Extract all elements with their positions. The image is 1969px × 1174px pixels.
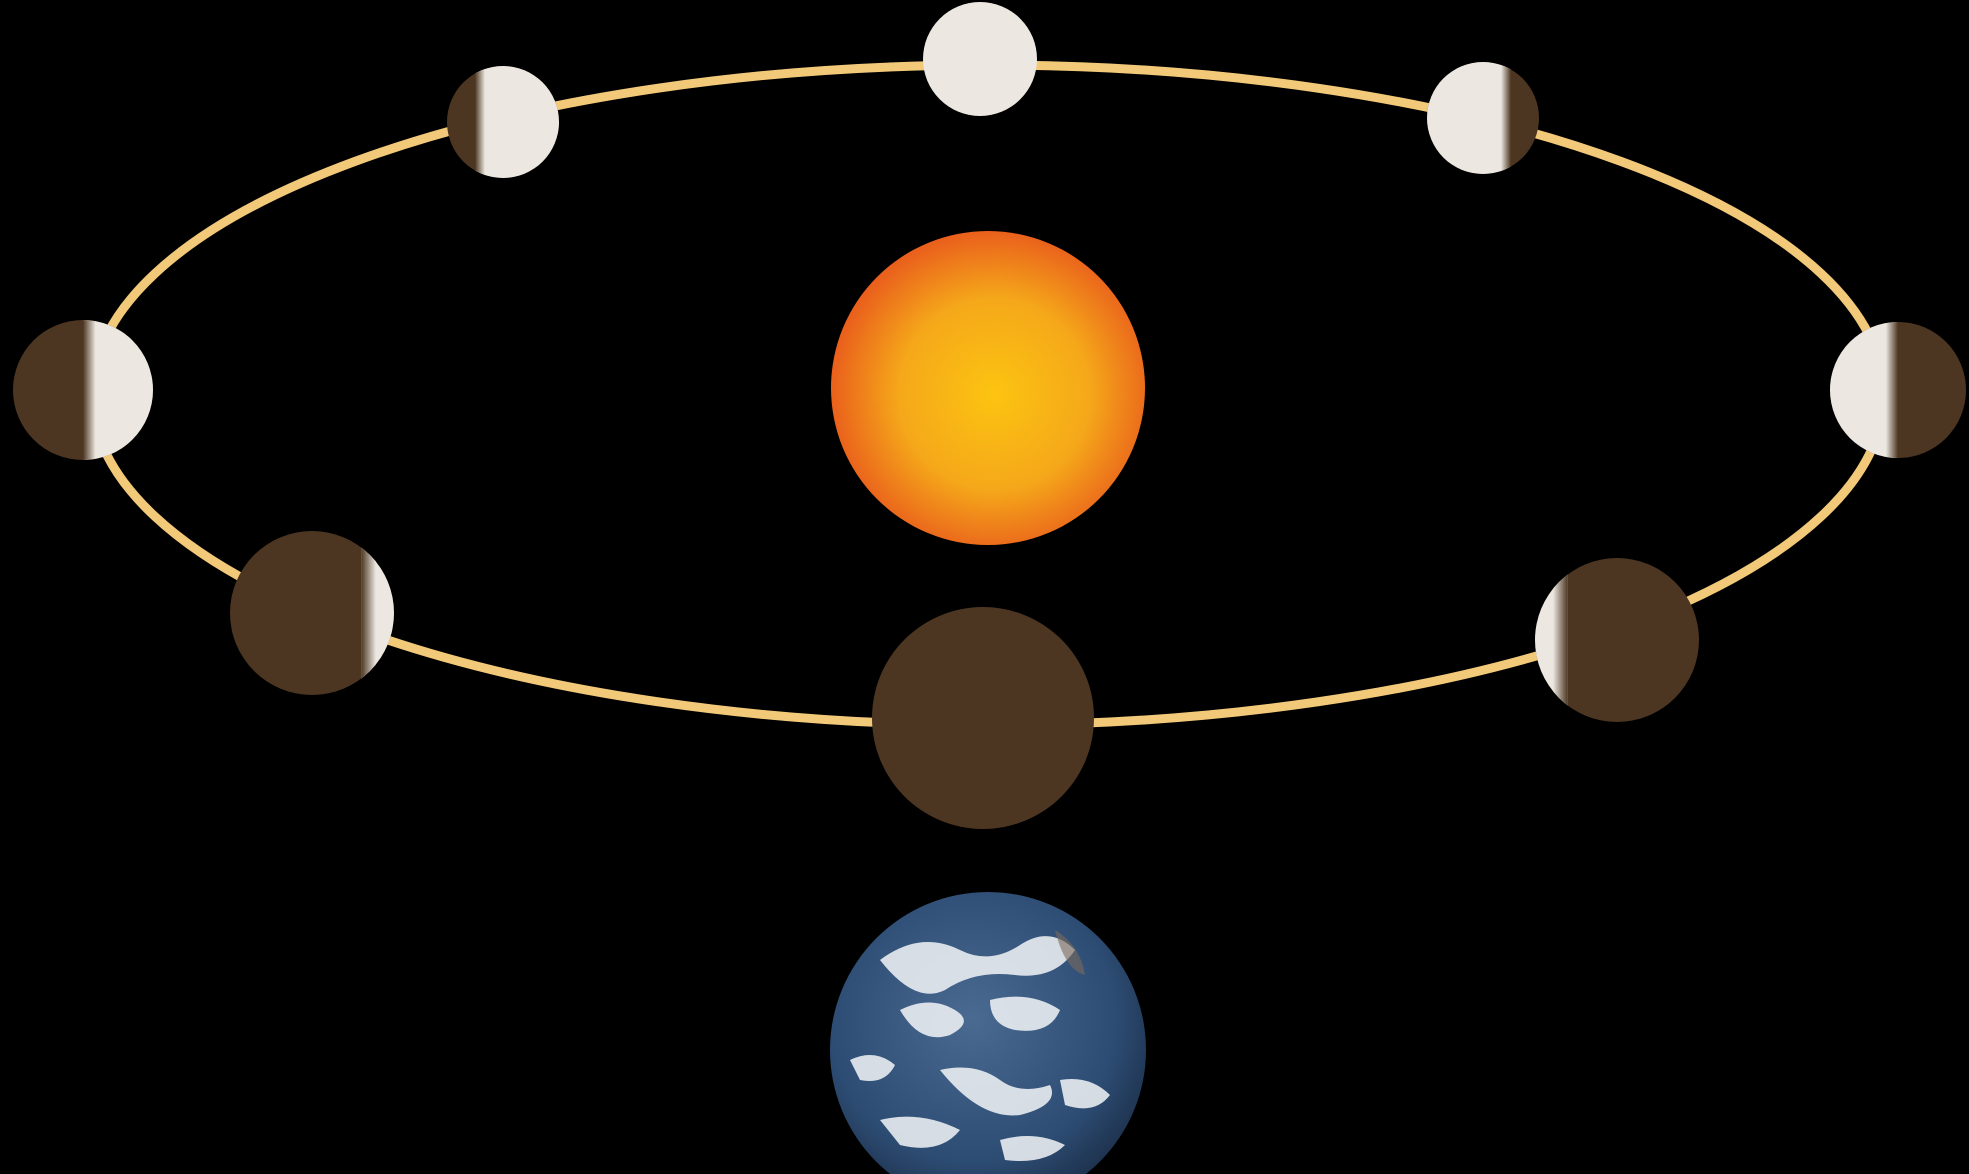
moon-top-right xyxy=(1427,62,1539,174)
moon-right xyxy=(1830,322,1966,458)
sun xyxy=(831,231,1145,545)
moon-new xyxy=(872,607,1094,829)
moon-lower-right xyxy=(1535,558,1699,722)
moon-left xyxy=(13,320,153,460)
moon-lower-left xyxy=(230,531,394,695)
moon-full xyxy=(923,2,1037,116)
moon-top-left xyxy=(447,66,559,178)
